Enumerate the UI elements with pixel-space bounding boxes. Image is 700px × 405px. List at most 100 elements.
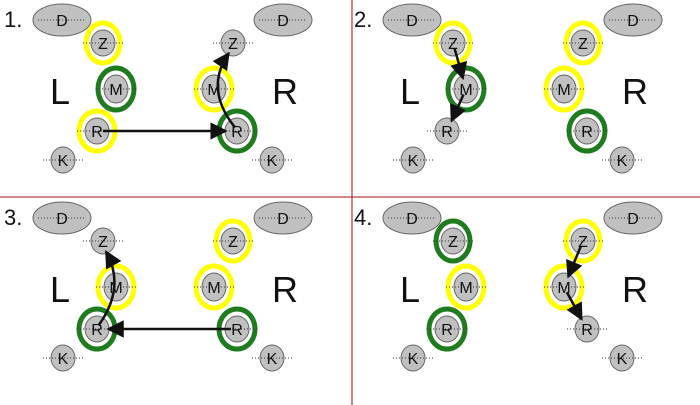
side-right-letter: R <box>272 71 298 112</box>
panel-number: 4. <box>354 205 372 230</box>
node-right-k: K <box>602 344 642 372</box>
side-left-letter: L <box>50 269 70 310</box>
node-label: K <box>58 351 69 368</box>
node-left-r: R <box>427 117 467 145</box>
node-circle <box>574 117 600 145</box>
node-left-k: K <box>43 344 83 372</box>
node-circle <box>259 146 285 174</box>
side-right-letter: R <box>622 71 648 112</box>
node-left-z: Z <box>83 20 123 66</box>
node-left-z: Z <box>83 227 123 255</box>
node-circle <box>570 227 596 255</box>
highlight-ring-yellow <box>543 65 585 113</box>
node-label: Z <box>578 234 588 251</box>
node-right-d: D <box>253 3 313 37</box>
node-circle <box>201 272 227 302</box>
node-label: R <box>91 124 103 141</box>
node-label: K <box>267 351 278 368</box>
highlight-ring-yellow <box>445 263 487 311</box>
arrow-1 <box>566 246 583 279</box>
side-right-letter: R <box>272 269 298 310</box>
node-circle <box>440 29 466 57</box>
arrow-2 <box>212 51 237 129</box>
node-circle <box>220 29 246 57</box>
node-circle <box>434 315 460 343</box>
arrow-1 <box>450 48 468 81</box>
arrow-2 <box>97 250 122 327</box>
node-left-d: D <box>382 3 442 37</box>
node-left-k: K <box>393 146 433 174</box>
node-label: M <box>557 82 570 99</box>
side-left-letter: L <box>50 71 70 112</box>
node-circle <box>551 74 577 104</box>
node-label: Z <box>448 36 458 53</box>
node-circle <box>400 344 426 372</box>
node-label: M <box>109 280 122 297</box>
node-circle <box>440 227 466 255</box>
node-label: Z <box>98 36 108 53</box>
arrow-2 <box>450 93 466 123</box>
highlight-ring-yellow <box>193 263 235 311</box>
node-right-z: Z <box>563 218 603 264</box>
node-label: Z <box>578 36 588 53</box>
node-left-m: M <box>445 263 487 311</box>
node-right-k: K <box>252 344 292 372</box>
node-label: R <box>441 124 453 141</box>
node-label: K <box>617 153 628 170</box>
highlight-ring-green <box>95 65 137 113</box>
node-label: R <box>91 322 103 339</box>
node-label: D <box>277 13 289 30</box>
node-label: D <box>56 211 68 228</box>
node-right-m: M <box>543 65 585 113</box>
node-right-z: Z <box>213 218 253 264</box>
node-label: M <box>109 82 122 99</box>
node-circle <box>574 315 600 343</box>
node-circle <box>609 146 635 174</box>
node-label: R <box>581 124 593 141</box>
node-label: R <box>581 322 593 339</box>
node-right-z: Z <box>213 29 253 57</box>
node-right-d: D <box>253 201 313 235</box>
node-label: D <box>406 211 418 228</box>
node-right-r: R <box>567 315 607 343</box>
node-right-r: R <box>566 108 608 154</box>
panel-number: 1. <box>4 7 22 32</box>
node-right-m: M <box>543 263 585 311</box>
side-left-letter: L <box>400 269 420 310</box>
node-right-z: Z <box>563 20 603 66</box>
node-label: D <box>277 211 289 228</box>
node-circle <box>103 74 129 104</box>
node-left-m: M <box>95 263 137 311</box>
node-circle <box>90 227 116 255</box>
panel-number: 3. <box>4 205 22 230</box>
node-circle <box>50 146 76 174</box>
node-right-m: M <box>193 263 235 311</box>
highlight-ring-green <box>566 108 608 154</box>
side-right-letter: R <box>622 269 648 310</box>
node-left-m: M <box>445 65 487 113</box>
node-left-d: D <box>382 201 442 235</box>
node-circle <box>551 272 577 302</box>
node-label: Z <box>228 36 238 53</box>
node-left-r: R <box>426 306 468 352</box>
panel-number: 2. <box>354 7 372 32</box>
node-label: K <box>408 351 419 368</box>
node-circle <box>50 344 76 372</box>
node-right-k: K <box>602 146 642 174</box>
node-label: K <box>408 153 419 170</box>
highlight-ring-yellow <box>543 263 585 311</box>
node-label: M <box>207 280 220 297</box>
node-label: R <box>231 322 243 339</box>
node-label: D <box>627 211 639 228</box>
node-label: M <box>459 280 472 297</box>
node-left-z: Z <box>433 218 473 264</box>
node-left-k: K <box>43 146 83 174</box>
node-label: D <box>56 13 68 30</box>
node-circle <box>400 146 426 174</box>
node-circle <box>90 29 116 57</box>
node-left-m: M <box>95 65 137 113</box>
